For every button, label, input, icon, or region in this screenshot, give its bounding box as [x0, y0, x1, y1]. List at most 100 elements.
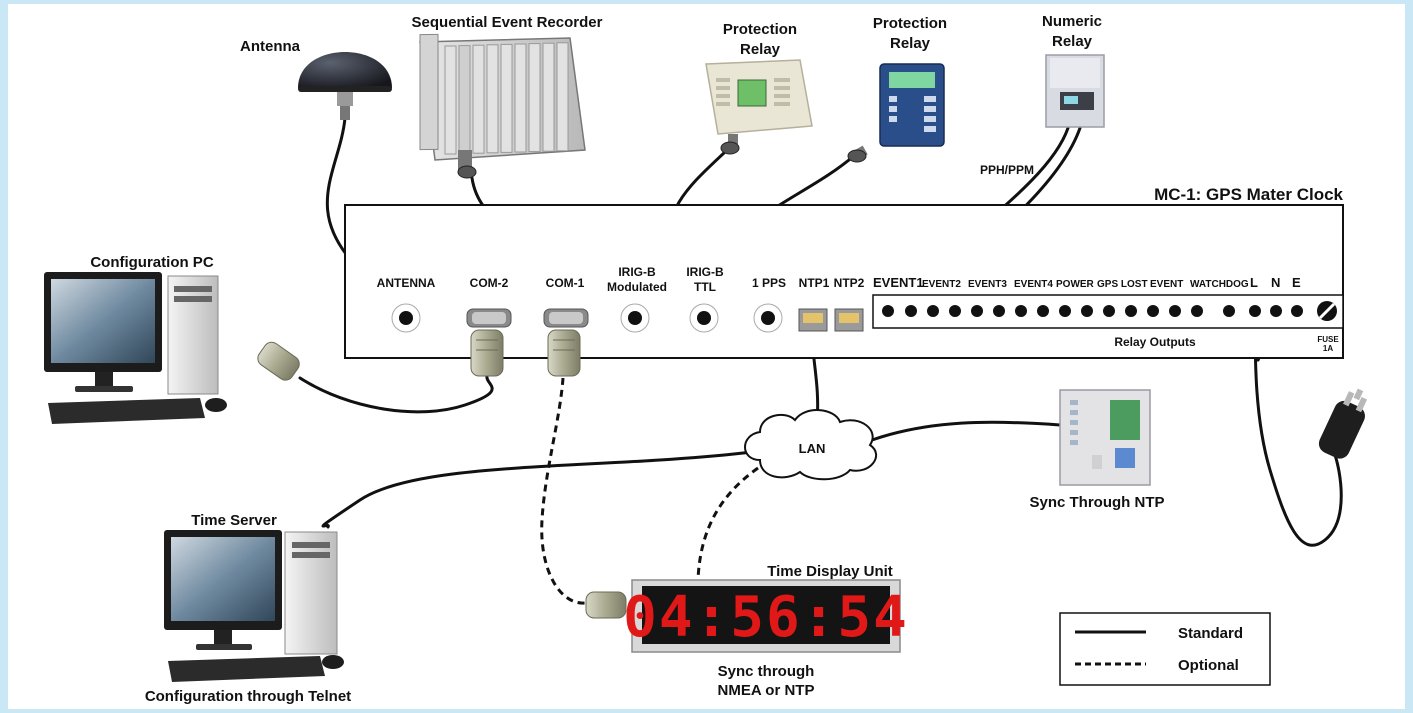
time-display-screen: [642, 586, 890, 644]
time-server: Time Server Configuration through Telnet: [145, 512, 351, 705]
legend: Standard Optional: [1059, 612, 1271, 686]
fuse-label-1: FUSE: [1317, 335, 1339, 344]
numeric-relay-label-2: Relay: [1052, 33, 1093, 50]
time-server-mouse: [322, 655, 344, 669]
relay1-label-2: Relay: [740, 41, 781, 58]
legend-optional-label: Optional: [1178, 657, 1239, 674]
time-display-label: Time Display Unit: [767, 563, 893, 580]
irig-mod-label-2: Modulated: [607, 280, 667, 294]
terminal-dot: [882, 305, 894, 317]
gps-lost-label: GPS LOST: [1097, 279, 1148, 290]
terminal-dot: [1015, 305, 1027, 317]
master-clock-panel: MC-1: GPS Mater Clock ANTENNA COM-2 COM-…: [344, 163, 1344, 359]
irig-mod-port: [620, 303, 650, 333]
com1-optional-cable: [540, 377, 586, 605]
power-cable-l: [1253, 313, 1343, 547]
ntp-relay: Sync Through NTP: [1030, 389, 1165, 511]
com1-port: [543, 308, 589, 328]
config-pc-tower: [167, 275, 219, 395]
irig-ttl-label-1: IRIG-B: [686, 265, 724, 279]
ser-label: Sequential Event Recorder: [412, 14, 603, 31]
numeric-relay-label-1: Numeric: [1042, 13, 1102, 30]
terminal-dot: [949, 305, 961, 317]
watchdog-label: WATCHDOG: [1190, 279, 1249, 290]
pps-port-label: 1 PPS: [752, 276, 786, 290]
antenna-device: Antenna: [240, 38, 392, 120]
ntp1-port: [798, 308, 828, 332]
irig-ttl-port: [689, 303, 719, 333]
relay1-label-1: Protection: [723, 21, 797, 38]
time-server-label: Time Server: [191, 512, 277, 529]
n-label: N: [1271, 275, 1280, 290]
terminal-dot: [1270, 305, 1282, 317]
time-display-value: 04:56:54: [623, 585, 909, 650]
com1-port-label: COM-1: [546, 276, 585, 290]
terminal-dot: [1037, 305, 1049, 317]
power-plug-icon: [1318, 388, 1368, 459]
antenna-dome: [298, 52, 392, 88]
terminal-dots: [882, 305, 1303, 317]
event2-label: EVENT2: [922, 279, 961, 290]
terminal-dot: [1249, 305, 1261, 317]
ser-card: [542, 42, 555, 152]
display-db9-plug: [585, 591, 627, 619]
antenna-port: [391, 303, 421, 333]
time-server-keyboard: [168, 656, 325, 682]
lan-label: LAN: [799, 441, 826, 456]
ser-card: [472, 44, 485, 154]
terminal-dot: [1291, 305, 1303, 317]
config-pc-cable: [298, 374, 494, 414]
irig-mod-label-1: IRIG-B: [618, 265, 656, 279]
pph-ppm-label: PPH/PPM: [980, 163, 1034, 177]
ntp2-port: [834, 308, 864, 332]
irig-ttl-label-2: TTL: [694, 280, 716, 294]
ser-card: [500, 43, 513, 153]
ser-device: Sequential Event Recorder: [412, 14, 603, 179]
clock-title: MC-1: GPS Mater Clock: [1154, 185, 1343, 204]
time-server-tower: [284, 531, 338, 655]
terminal-dot: [1059, 305, 1071, 317]
terminal-dot: [1103, 305, 1115, 317]
ser-card: [556, 42, 569, 152]
com1-db9-plug: [547, 329, 581, 377]
lan-time-server-cable: [321, 450, 754, 529]
protection-relay-1: Protection Relay: [705, 21, 813, 155]
lan-cloud: LAN: [744, 409, 878, 481]
config-pc-label: Configuration PC: [90, 254, 213, 271]
ntp1-port-label: NTP1: [799, 276, 830, 290]
ntp-relay-caption: Sync Through NTP: [1030, 494, 1165, 511]
config-pc-keyboard: [48, 398, 205, 424]
time-server-caption: Configuration through Telnet: [145, 688, 351, 705]
terminal-dot: [927, 305, 939, 317]
relay-outputs-label: Relay Outputs: [1114, 335, 1196, 349]
ser-cards: [444, 42, 569, 155]
antenna-port-label: ANTENNA: [377, 276, 436, 290]
lan-ntp-relay-cable: [870, 420, 1062, 442]
time-display-caption-2: NMEA or NTP: [718, 682, 815, 699]
event-label: EVENT: [1150, 279, 1183, 290]
event1-label: EVENT1: [873, 275, 924, 290]
ntp2-port-label: NTP2: [834, 276, 865, 290]
event4-label: EVENT4: [1014, 279, 1053, 290]
terminal-dot: [905, 305, 917, 317]
ser-card: [458, 45, 471, 155]
config-pc-db9-plug: [257, 341, 300, 381]
com2-port-label: COM-2: [470, 276, 509, 290]
event3-label: EVENT3: [968, 279, 1007, 290]
legend-box: [1059, 612, 1271, 686]
ser-card: [528, 43, 541, 153]
com2-port: [466, 308, 512, 328]
protection-relay-2: Protection Relay: [847, 15, 947, 163]
terminal-dot: [1191, 305, 1203, 317]
ser-card: [444, 45, 457, 155]
time-display-unit: Time Display Unit 04:56:54 Sync through …: [585, 563, 909, 699]
lan-display-optional-cable: [696, 466, 759, 581]
configuration-pc: Configuration PC: [44, 254, 300, 424]
l-label: L: [1250, 275, 1258, 290]
legend-standard-label: Standard: [1178, 625, 1243, 642]
ser-card: [486, 44, 499, 154]
terminal-dot: [1169, 305, 1181, 317]
relay2-label-1: Protection: [873, 15, 947, 32]
